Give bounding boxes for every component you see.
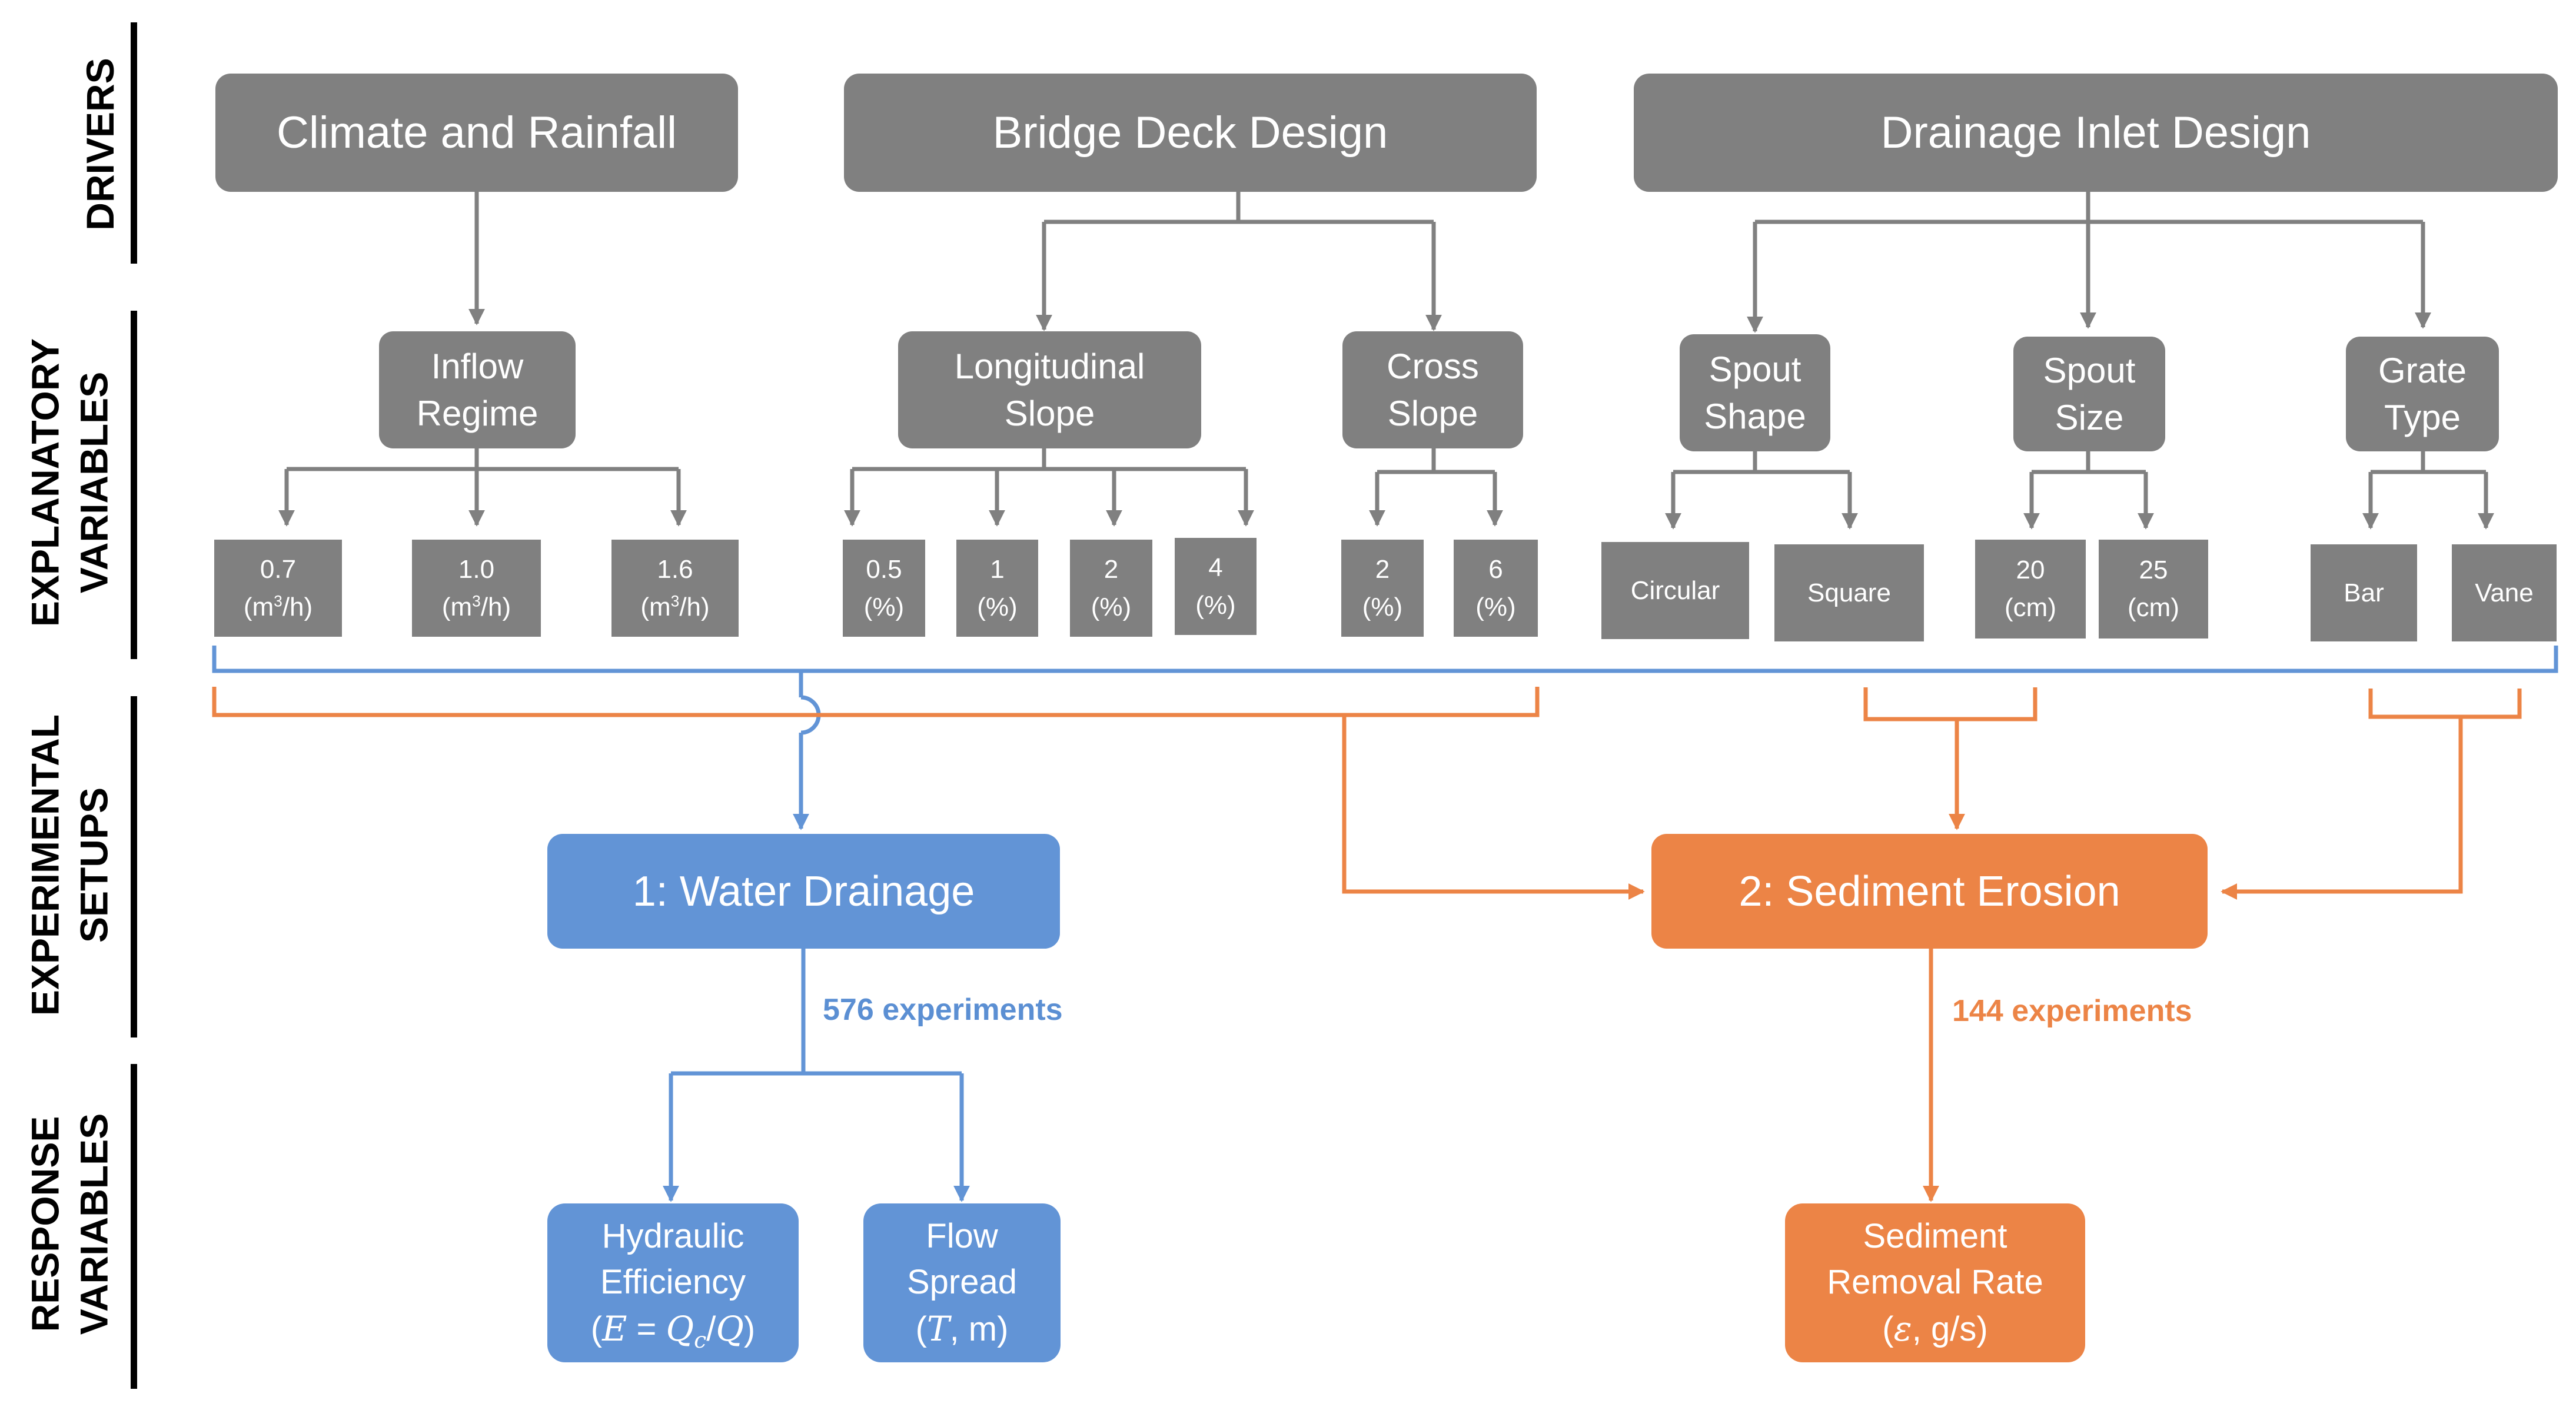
level-spout-size-2: 25(cm)	[2099, 540, 2208, 639]
level-longitudinal-3: 2(%)	[1070, 540, 1152, 637]
orange-bracket-main	[212, 687, 1540, 717]
orange-main-to-sediment	[1342, 715, 1645, 900]
level-spout-circular: Circular	[1601, 542, 1749, 639]
variable-longitudinal-line1: Longitudinal	[954, 346, 1145, 386]
driver-climate-label: Climate and Rainfall	[276, 108, 677, 158]
level-longitudinal-2: 1(%)	[956, 540, 1038, 637]
row-label-explanatory-line2: VARIABLES	[72, 371, 115, 594]
level-longitudinal-1: 0.5(%)	[843, 540, 925, 637]
variable-spout-size-line1: Spout	[2043, 350, 2136, 390]
driver-drainage-label: Drainage Inlet Design	[1880, 108, 2311, 158]
row-label-response-line2: VARIABLES	[72, 1113, 115, 1335]
sediment-experiment-count: 144 experiments	[1952, 994, 2192, 1028]
row-label-setups-line1: EXPERIMENTAL	[23, 714, 67, 1016]
row-label-response-line1: RESPONSE	[23, 1116, 67, 1332]
driver-bridge: Bridge Deck Design	[844, 74, 1537, 192]
level-longitudinal-4: 4(%)	[1175, 538, 1257, 635]
row-label-setups-line2: SETUPS	[72, 787, 115, 943]
level-inflow-3: 1.6(m3/h)	[611, 540, 739, 637]
setup-water-drainage: 1: Water Drainage	[547, 834, 1060, 949]
driver-bridge-label: Bridge Deck Design	[992, 108, 1388, 158]
orange-bracket-shape	[1863, 687, 2037, 721]
row-label-drivers-text: DRIVERS	[78, 58, 122, 231]
level-inflow-1: 0.7(m3/h)	[214, 540, 342, 637]
level-cross-1: 2(%)	[1341, 540, 1424, 637]
variable-grate-line1: Grate	[2378, 350, 2467, 390]
level-cross-2: 6(%)	[1454, 540, 1538, 637]
orange-bracket-grate	[2368, 689, 2522, 719]
level-grate-vane: Vane	[2452, 544, 2557, 641]
row-label-drivers: DRIVERS	[78, 58, 122, 230]
orange-grate-to-sediment	[2221, 717, 2463, 900]
variable-spout-shape-line1: Spout	[1709, 349, 1801, 389]
setup-water-label: 1: Water Drainage	[632, 867, 975, 915]
variable-grate-line2: Type	[2384, 397, 2461, 437]
rowbar-setups	[131, 696, 137, 1037]
setup-sediment-erosion: 2: Sediment Erosion	[1651, 834, 2208, 949]
row-label-explanatory-line1: EXPLANATORY	[23, 338, 67, 627]
level-inflow-2: 1.0(m3/h)	[412, 540, 541, 637]
blue-bracket	[212, 646, 2558, 673]
driver-drainage: Drainage Inlet Design	[1634, 74, 2558, 192]
level-spout-size-1: 20(cm)	[1975, 540, 2086, 639]
water-experiment-count: 576 experiments	[823, 993, 1063, 1027]
variable-spout-shape-line2: Shape	[1704, 396, 1806, 436]
variable-inflow-line2: Regime	[416, 393, 539, 433]
level-grate-bar: Bar	[2311, 544, 2417, 641]
rowbar-explanatory	[131, 311, 137, 659]
level-spout-square: Square	[1774, 544, 1924, 641]
rowbar-response	[131, 1064, 137, 1389]
rowbar-drivers	[131, 22, 137, 264]
setup-sediment-label: 2: Sediment Erosion	[1739, 867, 2120, 915]
variable-cross-line2: Slope	[1387, 393, 1478, 433]
variable-cross-line1: Cross	[1387, 346, 1479, 386]
variable-spout-size-line2: Size	[2055, 397, 2124, 437]
variable-longitudinal-line2: Slope	[1004, 393, 1095, 433]
driver-climate: Climate and Rainfall	[215, 74, 738, 192]
variable-inflow-line1: Inflow	[431, 346, 524, 386]
